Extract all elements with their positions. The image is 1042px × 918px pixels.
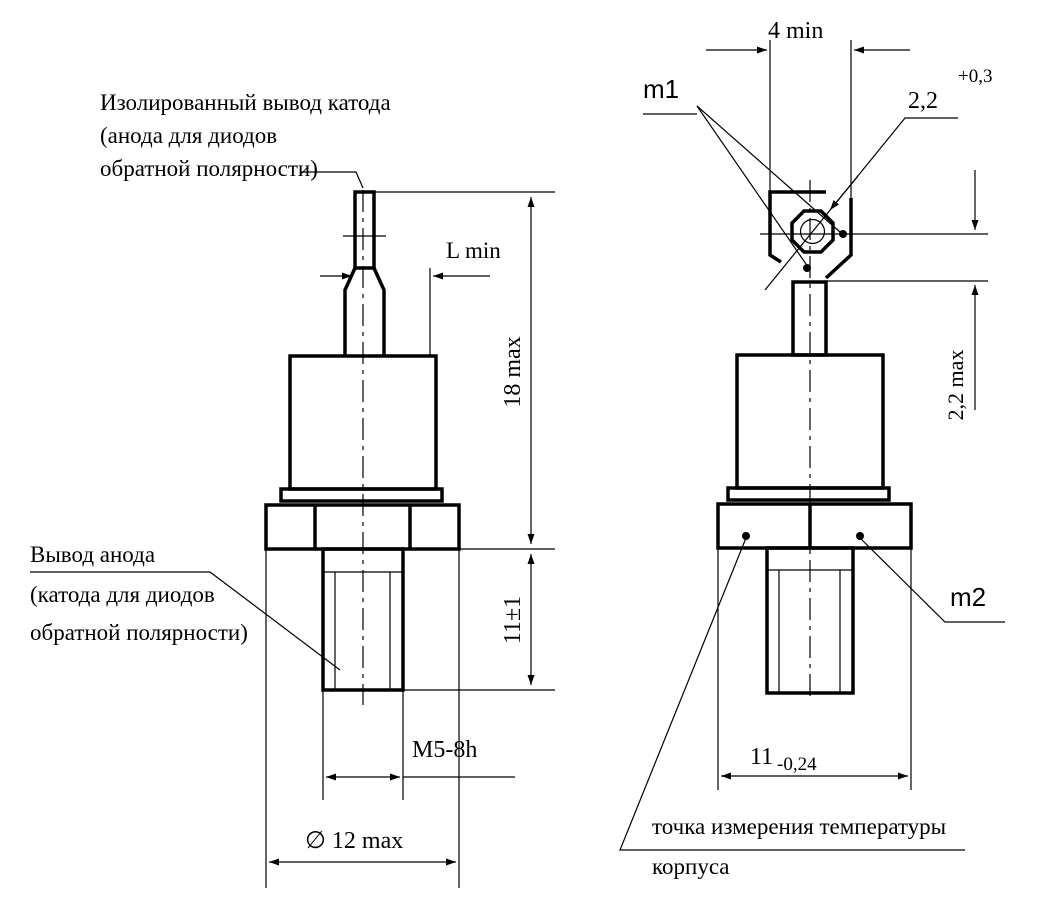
- dim-hole-tolerance: +0,3: [958, 66, 992, 87]
- dim-L-min: L min: [446, 238, 501, 263]
- dim-hole: 2,2: [908, 88, 938, 114]
- anode-lead-label-2: (катода для диодов: [30, 582, 215, 607]
- terminal-lug: [768, 190, 853, 280]
- point-m1-left: [803, 264, 811, 272]
- hole-circle: [799, 218, 826, 245]
- dim-thread: M5-8h: [412, 737, 477, 763]
- dim-width-top: 4 min: [768, 18, 823, 44]
- body-collar: [279, 487, 444, 503]
- left-view: L min 18 max 11±1 M5-8h ∅ 12 max Изолиро…: [30, 90, 555, 888]
- point-m2-left: [742, 532, 750, 540]
- dim-thread-length: 11±1: [500, 596, 526, 644]
- label-m2: m2: [950, 582, 986, 612]
- body-collar-right: [726, 486, 891, 502]
- hex-nut-right: [716, 502, 913, 550]
- point-m2-right: [856, 532, 864, 540]
- cathode-leader: [300, 171, 364, 189]
- dim-hex: 11: [750, 744, 773, 770]
- anode-lead-label-3: обратной полярности): [30, 620, 248, 645]
- cathode-pin: [353, 190, 376, 270]
- pin-crimp: [343, 267, 386, 356]
- dim-diameter: ∅ 12 max: [305, 828, 403, 854]
- temp-point-label-1: точка измерения температуры: [652, 814, 946, 839]
- hex-faces: [313, 505, 412, 549]
- dim-side: 2,2 max: [943, 350, 968, 421]
- temp-point-label-2: корпуса: [652, 854, 730, 879]
- cathode-lead-label-1: Изолированный вывод катода: [100, 90, 391, 115]
- label-m1: m1: [643, 74, 679, 104]
- dim-height: 18 max: [500, 336, 526, 407]
- hole-octagon: [790, 209, 835, 254]
- anode-lead-label-1: Вывод анода: [30, 542, 155, 567]
- dim-hex-tolerance: -0,24: [777, 754, 817, 775]
- right-view: 4 min 2,2 +0,3 m1 2,2 max m2 11 -0,24 то…: [619, 18, 1005, 879]
- anode-leader: [30, 571, 341, 671]
- cathode-lead-label-3: обратной полярности): [100, 156, 318, 181]
- cathode-lead-label-2: (анода для диодов: [100, 123, 277, 148]
